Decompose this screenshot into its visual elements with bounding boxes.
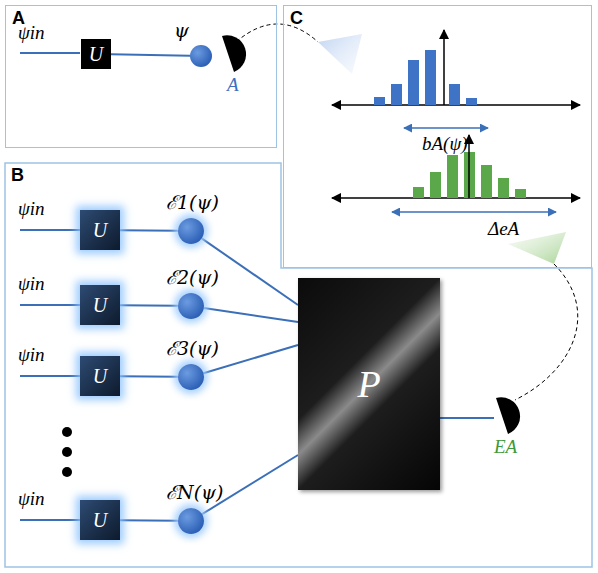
- panel-letter: B: [11, 165, 24, 186]
- mean-arrow: [443, 30, 445, 105]
- state-label: ℰ1(ψ): [166, 189, 219, 215]
- connector-wire: [120, 304, 178, 307]
- bar: [515, 189, 526, 198]
- box-label: U: [93, 509, 107, 532]
- input-wires: [20, 230, 80, 520]
- panel-letter: A: [12, 8, 25, 29]
- state-circle: ℰ3(ψ): [178, 364, 204, 390]
- input-label: ψin: [18, 488, 45, 510]
- input-label: ψin: [18, 198, 45, 220]
- bar: [481, 165, 492, 198]
- input-label: ψin: [18, 273, 45, 295]
- unitary-box: U: [80, 500, 120, 540]
- panel-letter: C: [290, 8, 303, 29]
- input-wire: [20, 229, 80, 231]
- box-label: U: [93, 365, 107, 388]
- output-wire: [440, 417, 494, 419]
- width-label: ΔeA: [488, 218, 519, 240]
- bar: [498, 178, 509, 198]
- connector-wire: [120, 229, 178, 232]
- bar: [449, 84, 460, 105]
- bar: [413, 187, 424, 198]
- view-cone: [318, 34, 362, 74]
- state-label: ℰ3(ψ): [166, 335, 219, 361]
- histogram-bars: [374, 50, 477, 105]
- unitary-box: U: [81, 39, 111, 69]
- box-label: U: [93, 294, 107, 317]
- input-label: ψin: [18, 22, 45, 44]
- connector-wire: [120, 519, 178, 522]
- state-label: ℰ2(ψ): [166, 264, 219, 290]
- connector-wire: [203, 345, 298, 373]
- state-circle: ℰ2(ψ): [178, 293, 204, 319]
- width-label: bA(ψ): [422, 133, 468, 155]
- leader-line: [515, 264, 578, 400]
- state-circle: ℰN(ψ): [178, 508, 204, 534]
- state-label: ψ: [174, 19, 189, 41]
- panel-outline: [5, 163, 592, 567]
- connector-wire: [202, 238, 298, 305]
- bar: [447, 155, 458, 198]
- box-label: U: [89, 43, 103, 66]
- width-arrow: [404, 127, 488, 129]
- view-cone: [508, 232, 566, 264]
- panel: A Uψ: [5, 5, 277, 148]
- bar: [408, 60, 419, 105]
- state-label: ℰN(ψ): [166, 479, 223, 505]
- bar: [391, 84, 402, 105]
- detector-label: EA: [494, 436, 517, 458]
- unitary-box: U: [80, 356, 120, 396]
- unitary-box: U: [80, 210, 120, 250]
- box-label: U: [93, 219, 107, 242]
- input-wire: [20, 304, 80, 306]
- leader-line: [236, 24, 318, 42]
- box-label: P: [357, 362, 380, 406]
- panel: C: [283, 5, 592, 268]
- bar: [425, 50, 436, 105]
- connector-wire: [202, 455, 298, 514]
- state-circle: ψ: [190, 45, 212, 67]
- input-label: ψin: [18, 344, 45, 366]
- mean-arrow: [468, 135, 470, 198]
- detector-symbol: [496, 397, 520, 434]
- state-circle: ℰ1(ψ): [178, 218, 204, 244]
- detector-label: A: [227, 74, 239, 96]
- bar: [466, 98, 477, 105]
- processor-box: P: [298, 278, 440, 490]
- detector-symbol: [222, 35, 246, 72]
- connector-wire: [120, 375, 178, 378]
- ellipsis-dot: [62, 467, 72, 477]
- unitary-box: U: [80, 285, 120, 325]
- ellipsis-dot: [62, 427, 72, 437]
- bar: [430, 172, 441, 198]
- connector-wire: [204, 308, 298, 322]
- width-arrow: [392, 211, 556, 213]
- ellipsis-dot: [62, 447, 72, 457]
- input-wire: [20, 519, 80, 521]
- connector-wire: [111, 54, 190, 56]
- input-wire: [20, 375, 80, 377]
- input-wire: [20, 52, 80, 54]
- bar: [374, 97, 385, 105]
- panel: B U ℰ1(ψ) U ℰ2(ψ) U ℰ3(ψ) U ℰN(ψ) P: [5, 163, 592, 567]
